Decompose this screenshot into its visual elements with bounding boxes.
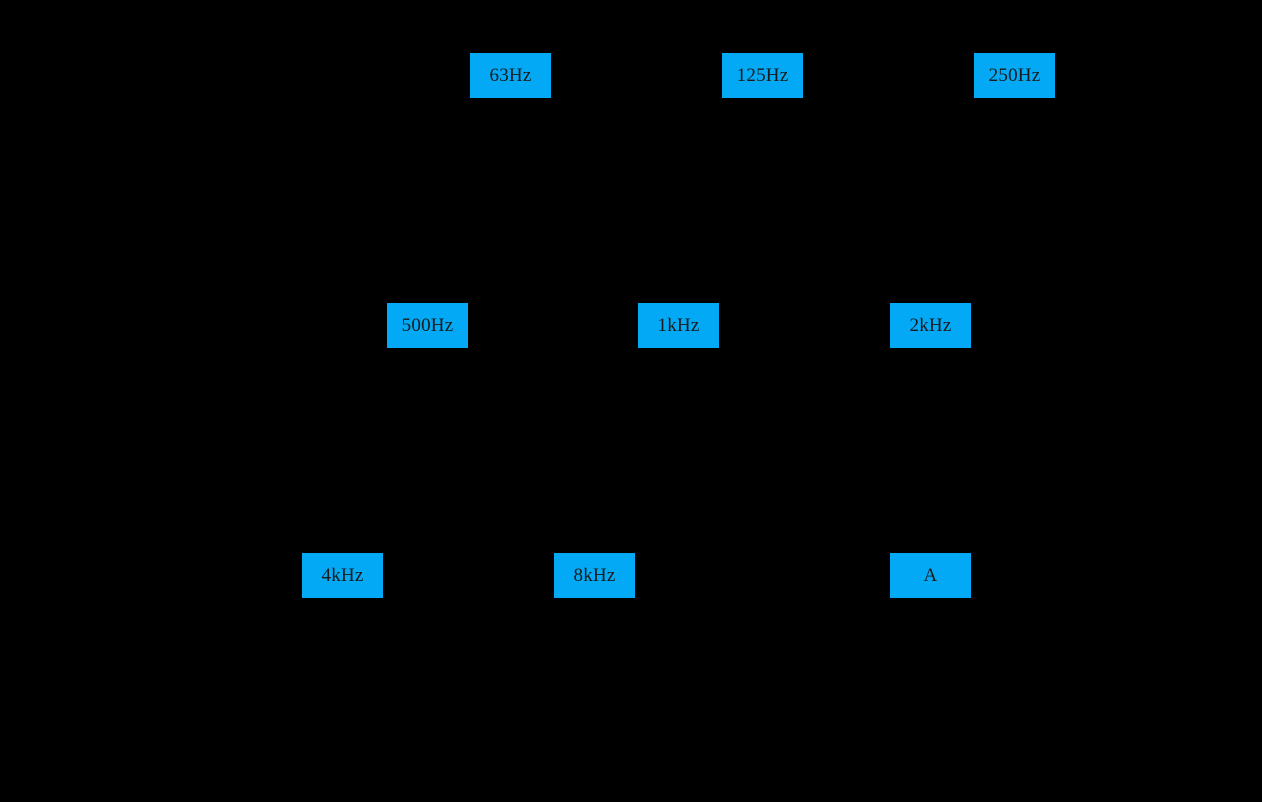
band-box-1khz[interactable]: 1kHz [638, 303, 719, 348]
band-label: 4kHz [321, 565, 364, 586]
band-box-250hz[interactable]: 250Hz [974, 53, 1055, 98]
band-label: 500Hz [401, 315, 454, 336]
band-box-8khz[interactable]: 8kHz [554, 553, 635, 598]
band-label: 125Hz [736, 65, 789, 86]
band-label: 2kHz [909, 315, 952, 336]
band-box-a[interactable]: A [890, 553, 971, 598]
band-box-2khz[interactable]: 2kHz [890, 303, 971, 348]
band-label: 250Hz [988, 65, 1041, 86]
band-label: 1kHz [657, 315, 700, 336]
band-box-4khz[interactable]: 4kHz [302, 553, 383, 598]
band-label: 8kHz [573, 565, 616, 586]
band-box-125hz[interactable]: 125Hz [722, 53, 803, 98]
band-box-500hz[interactable]: 500Hz [387, 303, 468, 348]
band-label: A [923, 565, 938, 586]
band-label: 63Hz [489, 65, 532, 86]
band-box-63hz[interactable]: 63Hz [470, 53, 551, 98]
